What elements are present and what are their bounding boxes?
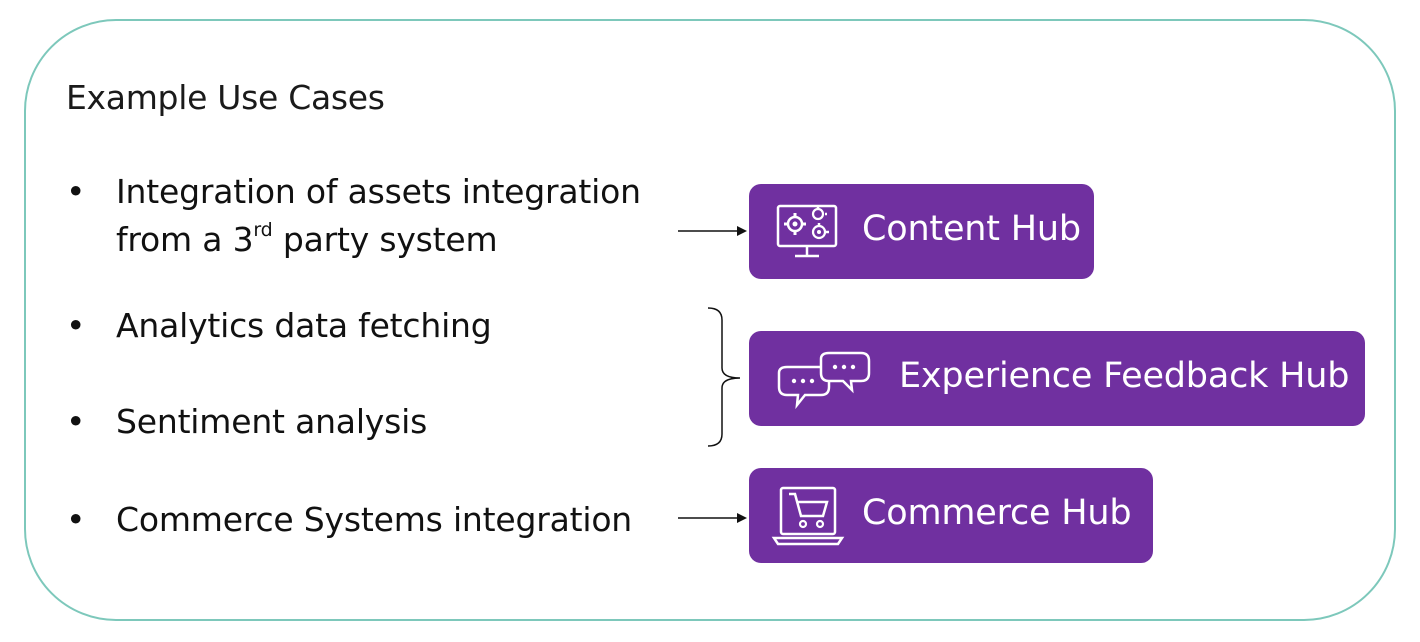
ordinal-suffix: rd [253, 219, 273, 241]
content-hub-label: Content Hub [862, 209, 1081, 249]
use-case-text: Analytics data fetching [116, 306, 492, 345]
use-case-text: Commerce Systems integration [116, 500, 633, 539]
bullet-dot: • [66, 402, 86, 441]
commerce-hub-box: Commerce Hub [749, 468, 1153, 563]
use-case-item: • Integration of assets integration from… [66, 168, 641, 264]
use-case-text: Sentiment analysis [116, 402, 428, 441]
bullet-dot: • [66, 172, 86, 211]
use-case-item: • Analytics data fetching [66, 302, 492, 350]
bullet-dot: • [66, 500, 86, 539]
chat-bubbles-icon [771, 351, 875, 415]
use-case-line2: from a 3 [116, 220, 254, 259]
commerce-hub-label: Commerce Hub [862, 493, 1132, 533]
use-case-line2-end: party system [272, 220, 498, 259]
laptop-cart-icon [771, 480, 845, 556]
experience-feedback-hub-label: Experience Feedback Hub [899, 356, 1350, 396]
use-case-line1: Integration of assets integration [116, 172, 641, 211]
use-cases-frame [24, 19, 1396, 621]
use-case-item: • Sentiment analysis [66, 398, 427, 446]
use-case-text: Integration of assets integration from a… [116, 168, 641, 264]
heading: Example Use Cases [66, 78, 385, 117]
monitor-gears-icon [773, 198, 843, 270]
use-case-item: • Commerce Systems integration [66, 496, 632, 544]
content-hub-box: Content Hub [749, 184, 1094, 279]
bullet-dot: • [66, 306, 86, 345]
experience-feedback-hub-box: Experience Feedback Hub [749, 331, 1365, 426]
brace-to-feedback-hub [707, 307, 741, 447]
